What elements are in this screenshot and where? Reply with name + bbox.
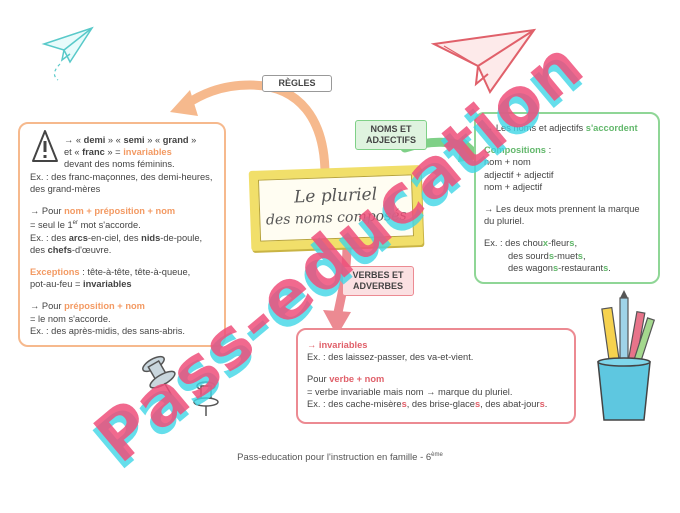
arrow-to-regles (170, 80, 330, 180)
example-sourds-muets: des sourds-muets, (508, 250, 586, 261)
label-verbes-adverbes: VERBES ET ADVERBES (342, 266, 414, 296)
example-1b: des grand-mères (30, 183, 101, 194)
example-2: Ex. : des arcs-en-ciel, des nids-de-poul… (30, 232, 203, 243)
noms-adjectifs-box (474, 112, 660, 284)
composition-1: nom + nom (484, 157, 531, 168)
example-invariables: Ex. : des laissez-passer, des va-et-vien… (307, 352, 474, 363)
example-3: Ex. : des après-midis, des sans-abris. (30, 325, 186, 336)
footer-sup: ème (431, 452, 443, 458)
composition-3: nom + adjectif (484, 181, 543, 192)
paper-plane-icon (430, 28, 537, 94)
pushpin-icon (193, 381, 219, 416)
rule-deux-mots-2: du pluriel. (484, 216, 525, 227)
rule-nom-accorde: = le nom s'accorde. (30, 313, 111, 324)
exceptions: Exceptions : tête-à-tête, tête-à-queue, (30, 266, 191, 277)
paper-plane-icon (41, 26, 94, 81)
title-line-2: des noms composés (265, 207, 407, 229)
example-2b: des chefs-d'œuvre. (30, 244, 112, 255)
rule-prep-nom: → Pour préposition + nom (30, 301, 145, 312)
label-regles: RÈGLES (262, 75, 332, 92)
pencil-cup-icon (597, 290, 656, 421)
verbes-adverbes-text: → invariables Ex. : des laissez-passer, … (307, 339, 569, 410)
rule-demi-semi: → « demi » « semi » « grand » (64, 135, 197, 145)
title-frame: Le pluriel des noms composés (248, 165, 424, 251)
compositions-heading: Compositions : (484, 145, 552, 156)
rule-feminins: devant des noms féminins. (64, 159, 175, 170)
rule-verbe-nom: Pour verbe + nom (307, 374, 385, 385)
footer: Pass-education pour l'instruction en fam… (0, 452, 680, 463)
warning-icon (32, 130, 58, 162)
rule-premier-mot: = seul le 1er mot s'accorde. (30, 220, 141, 231)
rule-verbe-invariable: = verbe invariable mais nom → marque du … (307, 386, 513, 397)
rules-text: → « demi » « semi » « grand » et « franc… (30, 134, 220, 337)
example-wagons: des wagons-restaurants. (508, 262, 611, 273)
label-noms-adjectifs: NOMS ET ADJECTIFS (355, 120, 427, 150)
verbes-adverbes-box (296, 328, 576, 424)
rule-invariables: → invariables (307, 340, 368, 350)
title-board: Le pluriel des noms composés (257, 174, 415, 242)
noms-adjectifs-text: → Les noms et adjectifs s'accordent Comp… (484, 122, 656, 274)
rule-accordent: → Les noms et adjectifs s'accordent (484, 123, 638, 133)
rule-deux-mots: → Les deux mots prennent la marque (484, 204, 640, 215)
example-choux-fleurs: Ex. : des choux-fleurs, (484, 238, 578, 249)
rule-preposition: → Pour nom + préposition + nom (30, 206, 176, 217)
composition-2: adjectif + adjectif (484, 169, 554, 180)
title-line-1: Le pluriel (293, 184, 378, 208)
pushpin-icon (142, 355, 176, 396)
exceptions-2: pot-au-feu = invariables (30, 279, 132, 290)
example-1: Ex. : des franc-maçonnes, des demi-heure… (30, 171, 213, 182)
footer-text: Pass-education pour l'instruction en fam… (237, 452, 432, 464)
example-verbe-nom: Ex. : des cache-misères, des brise-glace… (307, 398, 548, 409)
rule-franc: et « franc » = invariables (64, 147, 172, 158)
